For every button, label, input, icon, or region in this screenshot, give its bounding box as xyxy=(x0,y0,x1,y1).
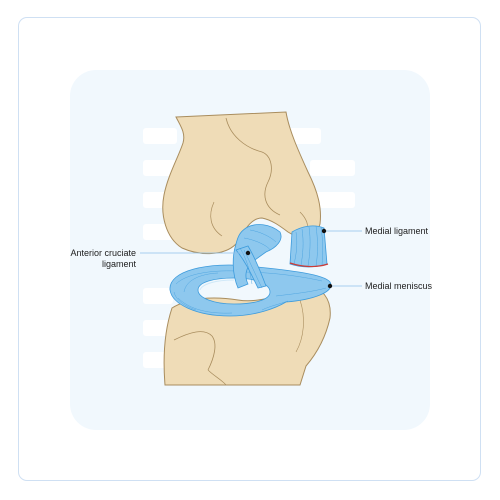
callout-lines xyxy=(140,228,362,289)
background-bars xyxy=(143,128,355,368)
medial-meniscus xyxy=(169,264,332,317)
label-medial-ligament: Medial ligament xyxy=(365,226,429,236)
anterior-cruciate-ligament xyxy=(232,224,282,289)
femur-bone xyxy=(162,111,321,254)
label-anterior-cruciate-ligament: Anterior cruciate ligament xyxy=(70,248,136,269)
label-medial-meniscus: Medial meniscus xyxy=(365,281,433,291)
medial-ligament xyxy=(289,225,329,268)
